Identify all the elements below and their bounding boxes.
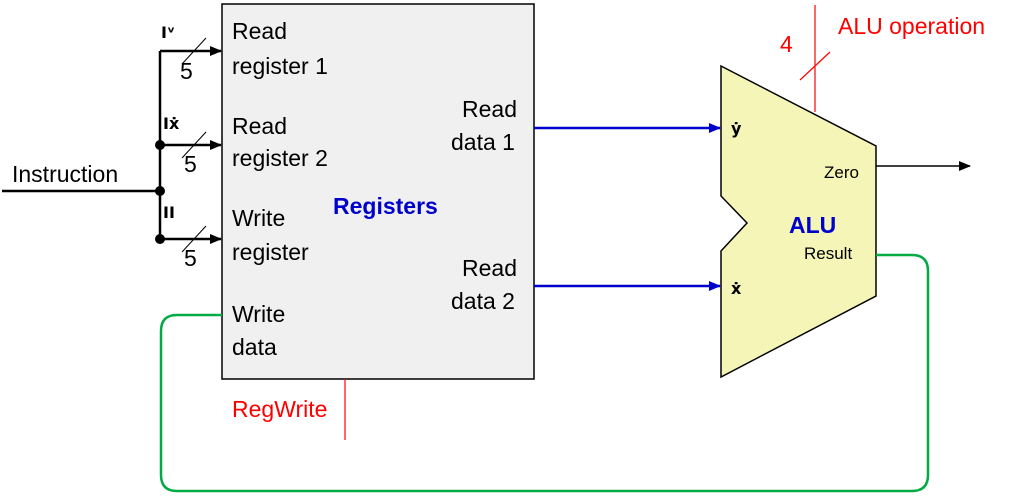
alu-input-mark: ẋ (731, 279, 742, 298)
write-data-label-line1: Write (232, 301, 285, 327)
register-file-title: Registers (333, 193, 438, 219)
register-file-block (221, 3, 535, 380)
bus-width-label: 5 (180, 58, 193, 84)
instruction-label: Instruction (12, 161, 118, 187)
alu-title: ALU (789, 212, 836, 238)
read-register-2-label-line2: register 2 (232, 145, 328, 171)
instruction-field-glyph: Iⵏ (163, 203, 175, 222)
bus-width-slash (181, 131, 207, 159)
read-register-2-label-line1: Read (232, 113, 287, 139)
instruction-field-glyph: Iẋ (163, 114, 180, 133)
write-register-label-line1: Write (232, 205, 285, 231)
junction-dot (155, 186, 165, 196)
write-register-label-line2: register (232, 239, 309, 265)
alu-block (720, 64, 877, 379)
bus-width-slash (181, 225, 207, 253)
result-feedback-wire (159, 253, 930, 493)
read-data-1-label-line2: data 1 (451, 129, 515, 155)
alu-operation-width-slash (799, 51, 831, 81)
read-register-1-label-line2: register 1 (232, 53, 328, 79)
bus-width-label: 5 (184, 151, 197, 177)
bus-width-label: 5 (184, 245, 197, 271)
read-register-1-label-line1: Read (232, 18, 287, 44)
bus-width-slash (181, 37, 207, 65)
alu-operation-label: ALU operation (838, 13, 985, 39)
instruction-field-glyph: Iᵛ (161, 23, 175, 42)
alu-operation-width-label: 4 (780, 31, 793, 57)
read-data-2-label-line2: data 2 (451, 288, 515, 314)
read-data-2-label-line1: Read (462, 255, 517, 281)
write-data-label-line2: data (232, 334, 277, 360)
alu-result-label: Result (804, 244, 852, 263)
regwrite-label: RegWrite (232, 396, 327, 422)
read-data-1-label-line1: Read (462, 96, 517, 122)
alu-input-mark: ẏ (731, 119, 742, 138)
alu-zero-label: Zero (824, 163, 859, 182)
